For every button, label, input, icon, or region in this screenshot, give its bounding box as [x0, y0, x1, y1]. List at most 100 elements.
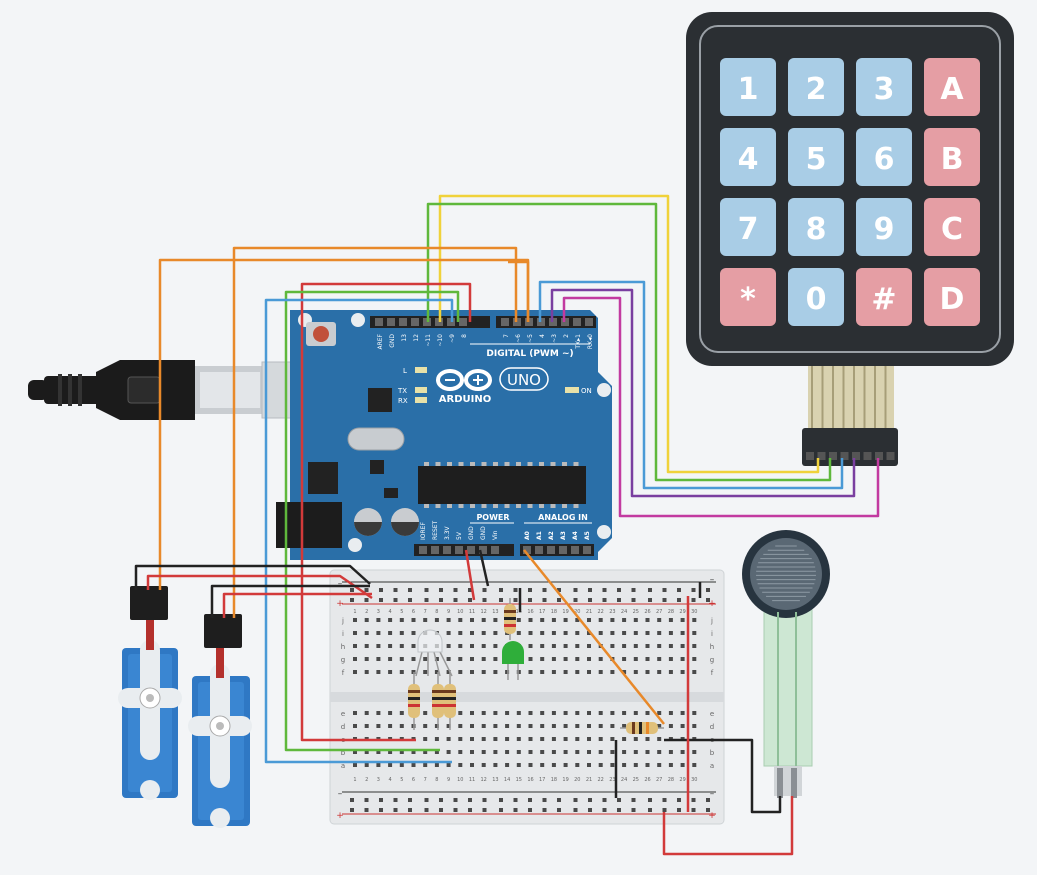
key-7[interactable]: 7 [720, 198, 776, 256]
top-pin-label: ~11 [425, 334, 432, 347]
key-label: 0 [806, 282, 827, 317]
top-pin-label: ~3 [551, 334, 558, 343]
power-pin-label: RESET [432, 520, 439, 540]
column-number: 24 [621, 777, 627, 783]
wire-yellow [438, 194, 820, 474]
rail-label: – [338, 579, 343, 589]
on-label: ON [581, 387, 592, 395]
key-0[interactable]: 0 [788, 268, 844, 326]
row-letter: d [341, 723, 345, 731]
top-pin-label: 4 [539, 334, 546, 338]
key-hash[interactable]: # [856, 268, 912, 326]
servo-2[interactable] [188, 614, 252, 828]
tx-label: TX [397, 387, 407, 395]
key-b[interactable]: B [924, 128, 980, 186]
top-pin-label: RX◂0 [587, 334, 594, 349]
breadboard[interactable]: 1122334455667788991010111112121313141415… [329, 569, 725, 825]
column-number: 23 [609, 609, 615, 615]
column-number: 29 [679, 609, 685, 615]
column-number: 4 [389, 609, 392, 615]
key-label: 3 [874, 72, 895, 107]
key-a[interactable]: A [924, 58, 980, 116]
row-letter: j [341, 617, 344, 625]
key-d[interactable]: D [924, 268, 980, 326]
wire-red-led [300, 282, 472, 742]
column-number: 9 [447, 777, 450, 783]
analog-pin-label: A4 [572, 531, 579, 540]
column-number: 14 [504, 777, 510, 783]
rail-label: – [338, 789, 343, 799]
row-letter: f [711, 669, 714, 677]
row-letter: h [341, 643, 345, 651]
top-pin-label: 8 [461, 334, 468, 338]
top-pin-label: ~9 [449, 334, 456, 343]
column-number: 11 [469, 777, 475, 783]
key-label: 8 [806, 212, 827, 247]
column-number: 19 [562, 609, 568, 615]
column-number: 22 [598, 609, 604, 615]
column-number: 29 [679, 777, 685, 783]
key-label: D [940, 282, 965, 317]
key-1[interactable]: 1 [720, 58, 776, 116]
row-letter: d [710, 723, 714, 731]
column-number: 13 [492, 609, 498, 615]
arduino-brand: ARDUINO [439, 394, 491, 405]
analog-label: ANALOG IN [538, 513, 588, 522]
wire-black-servo1 [134, 564, 371, 590]
row-letter: b [710, 749, 715, 757]
column-number: 19 [562, 777, 568, 783]
rgb-led [415, 629, 453, 677]
wire-green-led [284, 290, 460, 752]
rail-label: + [336, 599, 344, 609]
column-number: 30 [691, 777, 697, 783]
key-9[interactable]: 9 [856, 198, 912, 256]
key-c[interactable]: C [924, 198, 980, 256]
wire-red-5v [464, 549, 476, 601]
wire-blue-led [264, 298, 454, 764]
force-sensor[interactable] [742, 530, 830, 798]
key-label: 7 [738, 212, 759, 247]
key-5[interactable]: 5 [788, 128, 844, 186]
column-number: 18 [551, 777, 557, 783]
key-6[interactable]: 6 [856, 128, 912, 186]
rail-label: + [336, 811, 344, 821]
key-label: 2 [806, 72, 827, 107]
row-letter: a [341, 762, 345, 770]
usb-cable[interactable] [28, 360, 311, 420]
column-number: 2 [365, 777, 368, 783]
row-letter: i [342, 630, 344, 638]
wire-red-servo2 [222, 592, 372, 618]
keypad-ribbon [808, 366, 894, 430]
power-pin-label: IOREF [420, 522, 427, 540]
column-number: 16 [527, 609, 533, 615]
key-star[interactable]: * [720, 268, 776, 326]
column-number: 27 [656, 609, 662, 615]
column-number: 26 [644, 777, 650, 783]
column-number: 15 [516, 777, 522, 783]
column-number: 24 [621, 609, 627, 615]
column-number: 10 [457, 609, 463, 615]
rx-label: RX [398, 397, 408, 405]
key-4[interactable]: 4 [720, 128, 776, 186]
wire-orange-servo2 [232, 246, 518, 618]
top-pin-label: ~10 [437, 334, 444, 347]
key-label: 5 [806, 142, 827, 177]
keypad-header [802, 428, 898, 466]
column-number: 10 [457, 777, 463, 783]
column-number: 5 [400, 777, 403, 783]
key-8[interactable]: 8 [788, 198, 844, 256]
row-letter: e [710, 710, 714, 718]
column-number: 28 [668, 777, 674, 783]
servo-1[interactable] [118, 586, 182, 800]
key-label: C [941, 212, 963, 247]
key-3[interactable]: 3 [856, 58, 912, 116]
analog-pin-label: A5 [584, 531, 591, 540]
key-label: 4 [738, 142, 759, 177]
key-2[interactable]: 2 [788, 58, 844, 116]
top-pin-label: 13 [401, 334, 408, 342]
power-pin-label: GND [468, 526, 475, 540]
column-number: 17 [539, 777, 545, 783]
column-number: 27 [656, 777, 662, 783]
